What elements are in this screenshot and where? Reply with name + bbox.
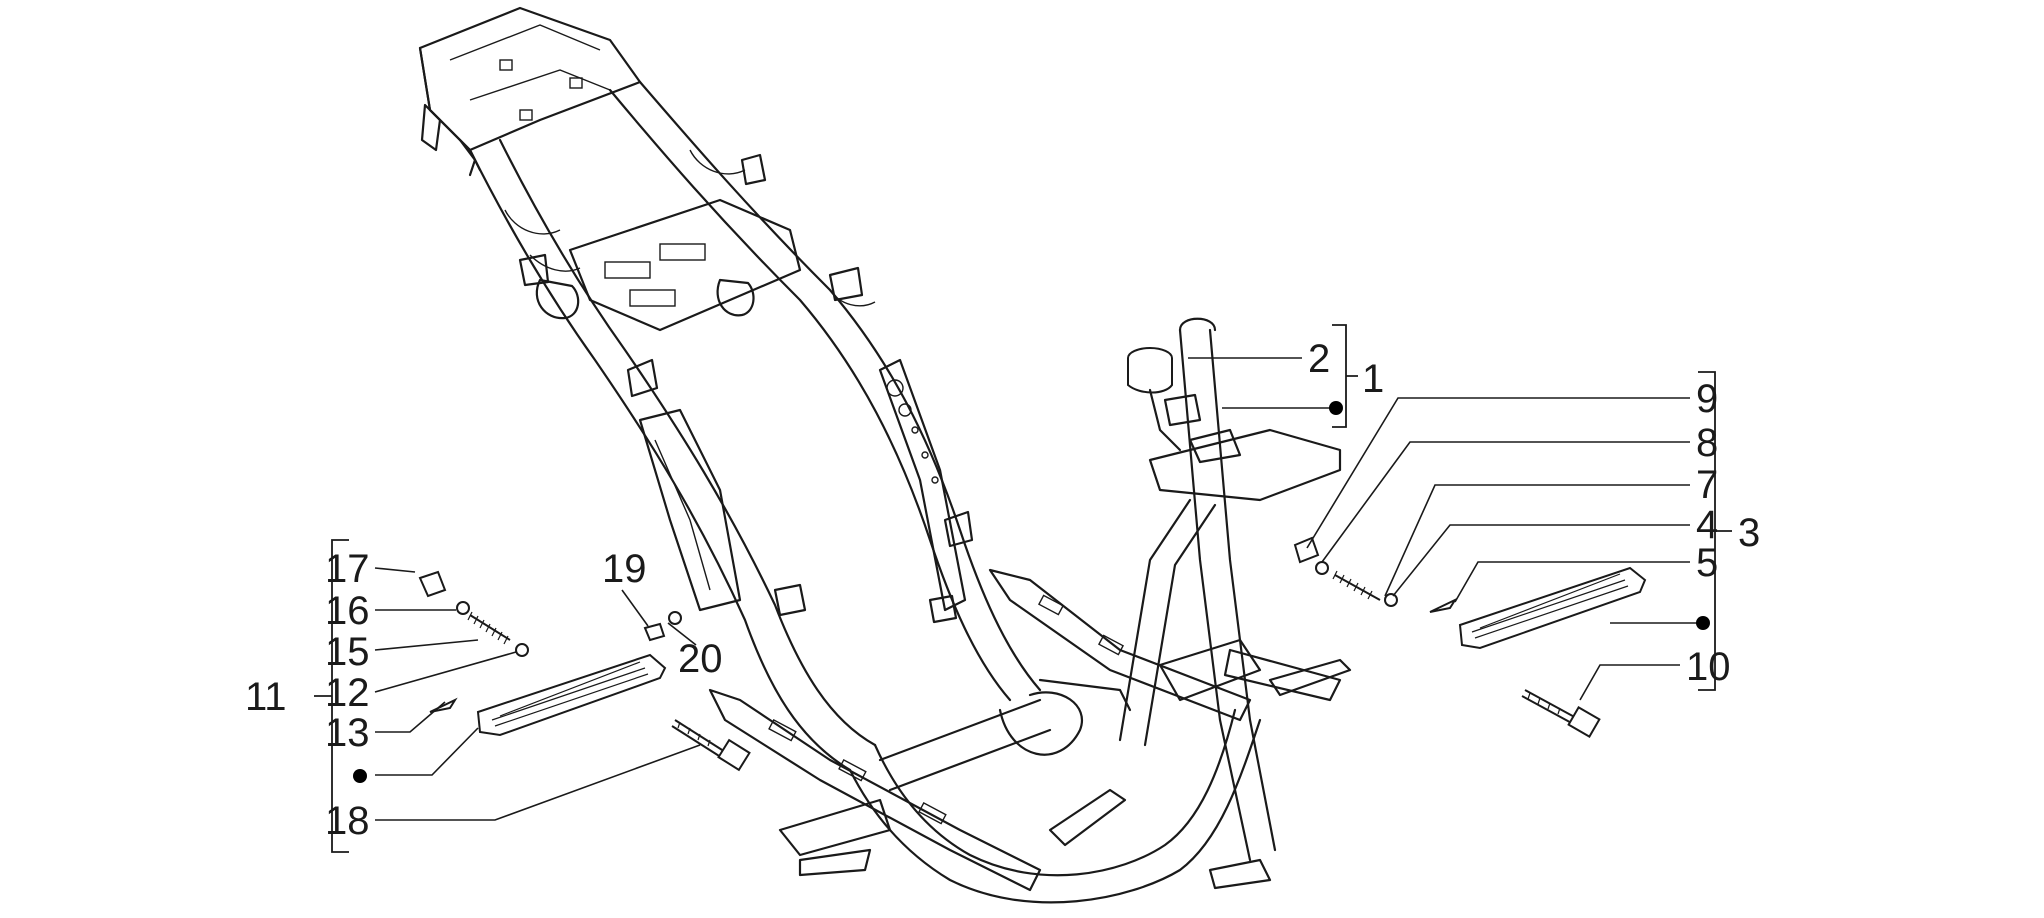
callout-18: 18 (325, 799, 370, 843)
callout-3: 3 (1738, 511, 1760, 555)
callout-2: 2 (1308, 337, 1330, 381)
screw-part-19 (643, 622, 666, 642)
right-rear-tube (608, 88, 1012, 702)
frame-body (418, 6, 1352, 904)
right-footrest-pad (1458, 566, 1647, 650)
callout-8: 8 (1696, 421, 1718, 465)
middle-cross-box (568, 198, 802, 332)
callout-1: 1 (1362, 357, 1384, 401)
ball-part-8 (1315, 561, 1329, 575)
right-long-rail (878, 358, 967, 612)
left-rear-tube (468, 148, 852, 772)
brace-group-11 (314, 539, 349, 853)
clip-part-9 (1293, 536, 1320, 564)
clip-part-17 (418, 570, 447, 598)
right-floor-rail (988, 568, 1252, 722)
callout-5: 5 (1696, 541, 1718, 585)
left-side-plate (638, 408, 742, 612)
pin-part-13 (429, 697, 458, 713)
head-tube-part-2 (1127, 317, 1217, 452)
dot-marker-1 (1329, 401, 1343, 415)
bolt-part-10 (1521, 689, 1601, 739)
callout-11: 11 (245, 675, 287, 719)
steering-column (1178, 328, 1277, 862)
left-floor-rail (708, 688, 1042, 892)
left-footrest-pad (476, 653, 667, 737)
ball-part-16 (456, 601, 470, 615)
leader-lines (374, 357, 1700, 821)
callout-10: 10 (1686, 645, 1731, 689)
spring-part-15 (467, 611, 511, 645)
callout-12: 12 (325, 671, 370, 715)
callout-17: 17 (325, 547, 370, 591)
callout-labels: 2 1 9 8 7 3 4 5 10 17 16 15 11 12 13 18 … (245, 337, 1760, 843)
dot-marker-11 (353, 769, 367, 783)
bolt-part-18 (671, 719, 751, 772)
callout-20: 20 (678, 637, 723, 681)
callout-13: 13 (325, 711, 370, 755)
dot-marker-3 (1696, 616, 1710, 630)
bottom-u-tube (848, 718, 1262, 904)
front-cross-plate (1148, 428, 1342, 502)
brace-group-1 (1332, 324, 1358, 428)
washer-part-20 (668, 611, 682, 625)
callout-19: 19 (602, 547, 647, 591)
pin-part-5 (1429, 597, 1458, 613)
spring-part-7 (1332, 570, 1381, 601)
washer-part-4 (1384, 593, 1398, 607)
callout-15: 15 (325, 630, 370, 674)
right-footrest-assembly (1293, 536, 1647, 739)
callout-16: 16 (325, 589, 370, 633)
washer-part-12 (515, 643, 529, 657)
brace-group-3 (1698, 371, 1732, 691)
callout-7: 7 (1696, 463, 1718, 507)
callout-4: 4 (1696, 503, 1718, 547)
left-footrest-assembly (418, 570, 751, 772)
callout-9: 9 (1696, 377, 1718, 421)
